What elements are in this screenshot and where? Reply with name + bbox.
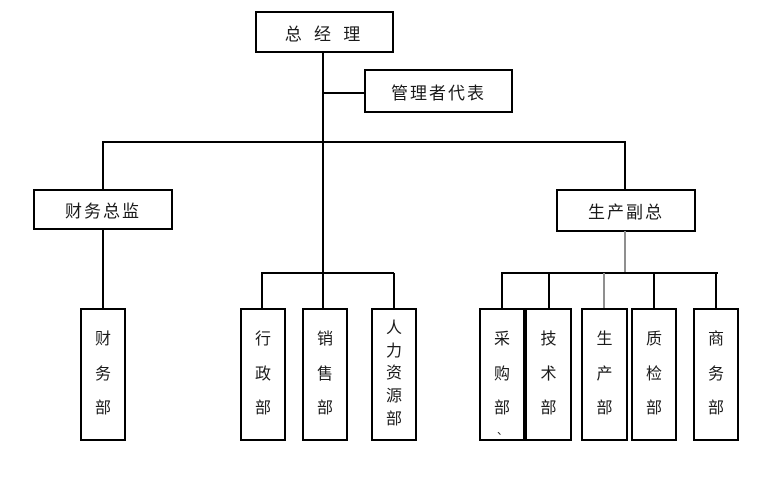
connector-tech-drop (548, 273, 550, 308)
dept-label-char: 商 (707, 331, 724, 349)
dept-label-char: 部 (596, 399, 613, 417)
dept-label-char: 术 (540, 365, 557, 383)
stray-mark: 、 (497, 425, 508, 437)
node-management-representative: 管理者代表 (364, 69, 513, 113)
dept-label-char: 售 (316, 365, 333, 383)
node-production-vp: 生产副总 (556, 189, 696, 232)
dept-label-char: 资 (385, 365, 402, 383)
connector-hr-drop (393, 273, 395, 308)
connector-purchasing-drop (501, 273, 503, 308)
dept-label-char: 部 (254, 399, 271, 417)
dept-box-finance: 财务部 (80, 308, 126, 441)
dept-label-char: 部 (645, 399, 662, 417)
dept-box-purchasing: 采购部、 (479, 308, 525, 441)
dept-box-production: 生产部 (581, 308, 628, 441)
dept-label-char: 销 (316, 331, 333, 349)
dept-label-char: 行 (254, 331, 271, 349)
dept-label-char: 政 (254, 365, 271, 383)
node-production-vp-label: 生产副总 (588, 203, 664, 222)
dept-label-char: 财 (94, 331, 111, 349)
connector-trunk-vertical (322, 53, 324, 308)
dept-label-char: 务 (94, 365, 111, 383)
dept-label-char: 部 (94, 399, 111, 417)
dept-label-char: 部 (316, 399, 333, 417)
dept-label-char: 产 (596, 365, 613, 383)
dept-label-char: 务 (707, 365, 724, 383)
connector-right-horizontal (501, 272, 718, 274)
dept-box-business: 商务部 (693, 308, 739, 441)
dept-label-char: 技 (540, 331, 557, 349)
node-general-manager: 总 经 理 (255, 11, 394, 53)
dept-label-char: 购 (493, 365, 510, 383)
dept-box-hr: 人力资源部 (371, 308, 417, 441)
dept-label-char: 部 (707, 399, 724, 417)
connector-main-horizontal (102, 141, 626, 143)
dept-box-qc: 质检部 (631, 308, 677, 441)
dept-label-char: 质 (645, 331, 662, 349)
connector-middle-horizontal (261, 272, 394, 274)
dept-label-char: 生 (596, 331, 613, 349)
connector-business-drop (715, 273, 717, 308)
connector-production-vp-drop (624, 142, 626, 190)
node-general-manager-label: 总 经 理 (284, 24, 365, 44)
node-finance-director: 财务总监 (33, 189, 173, 230)
connector-production-dept-drop (603, 273, 605, 308)
dept-label-char: 部 (493, 399, 510, 417)
dept-box-admin: 行政部 (240, 308, 286, 441)
connector-finance-director-drop (102, 142, 104, 190)
node-management-representative-label: 管理者代表 (391, 83, 486, 103)
dept-box-tech: 技术部 (525, 308, 572, 441)
dept-label-char: 人 (385, 319, 402, 337)
connector-rep-horizontal (323, 92, 364, 94)
dept-label-char: 源 (385, 388, 402, 406)
connector-production-vp-down (624, 231, 626, 273)
connector-qc-drop (653, 273, 655, 308)
dept-label-char: 检 (645, 365, 662, 383)
dept-label-char: 部 (385, 411, 402, 429)
connector-admin-drop (261, 273, 263, 308)
dept-label-char: 力 (385, 342, 402, 360)
connector-finance-dept-drop (102, 229, 104, 308)
dept-label-char: 部 (540, 399, 557, 417)
dept-label-char: 采 (493, 331, 510, 349)
node-finance-director-label: 财务总监 (65, 202, 141, 221)
dept-box-sales: 销售部 (302, 308, 348, 441)
